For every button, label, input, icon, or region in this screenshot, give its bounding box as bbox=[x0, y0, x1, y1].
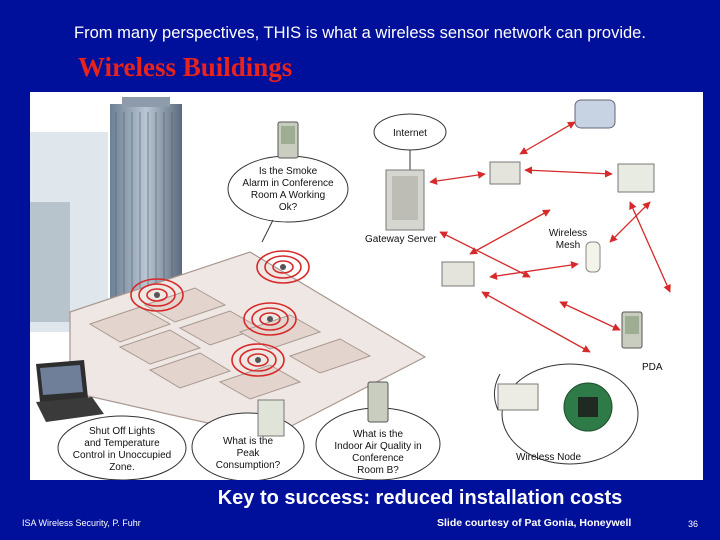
peak-bubble-line-1: What is the bbox=[223, 436, 273, 447]
air-bubble-line-4: Room B? bbox=[357, 465, 399, 476]
gateway-server-icon: Gateway Server bbox=[365, 169, 437, 245]
page-number: 36 bbox=[688, 519, 699, 529]
footer-credit: Slide courtesy of Pat Gonia, Honeywell bbox=[437, 517, 632, 529]
smoke-bubble-line-4: Ok? bbox=[279, 202, 298, 213]
gateway-server-label: Gateway Server bbox=[365, 234, 437, 245]
air-bubble-line-2: Indoor Air Quality in bbox=[334, 441, 421, 452]
key-message: Key to success: reduced installation cos… bbox=[217, 487, 623, 509]
peak-bubble-line-2: Peak bbox=[237, 448, 261, 459]
lights-bubble-line-2: and Temperature bbox=[84, 438, 160, 449]
lights-bubble-line-3: Control in Unoccupied bbox=[73, 450, 171, 461]
air-quality-bubble: What is the Indoor Air Quality in Confer… bbox=[315, 381, 441, 480]
internet-cloud-icon: Internet bbox=[373, 113, 447, 170]
air-bubble-line-1: What is the bbox=[353, 429, 403, 440]
peak-consumption-bubble: What is the Peak Consumption? bbox=[191, 399, 305, 480]
smoke-bubble-line-1: Is the Smoke bbox=[259, 166, 318, 177]
wireless-mesh-arrows bbox=[429, 121, 671, 353]
pda-label: PDA bbox=[642, 362, 663, 373]
lights-control-bubble: Shut Off Lights and Temperature Control … bbox=[57, 415, 187, 480]
smoke-alarm-bubble: Is the Smoke Alarm in Conference Room A … bbox=[227, 155, 349, 243]
air-bubble-line-3: Conference bbox=[352, 453, 404, 464]
internet-label: Internet bbox=[393, 128, 427, 139]
pda-device-icon bbox=[277, 121, 299, 159]
sensor-signal-rings bbox=[130, 250, 310, 377]
peak-bubble-line-3: Consumption? bbox=[216, 460, 281, 471]
lights-bubble-line-1: Shut Off Lights bbox=[89, 426, 155, 437]
smoke-bubble-line-2: Alarm in Conference bbox=[242, 178, 334, 189]
smoke-bubble-line-3: Room A Working bbox=[251, 190, 325, 201]
wireless-mesh-label-2: Mesh bbox=[556, 240, 580, 251]
wireless-building-diagram: Is the Smoke Alarm in Conference Room A … bbox=[30, 92, 703, 480]
slide-subtitle: Wireless Buildings bbox=[78, 52, 293, 82]
footer-course: ISA Wireless Security, P. Fuhr bbox=[22, 518, 141, 528]
laptop-icon bbox=[36, 360, 104, 422]
office-tower-illustration bbox=[30, 97, 182, 332]
slide-headline: From many perspectives, THIS is what a w… bbox=[74, 24, 646, 42]
wireless-mesh-label-1: Wireless bbox=[549, 228, 587, 239]
wireless-node-icon: Wireless Node bbox=[494, 363, 639, 465]
wireless-node-label: Wireless Node bbox=[516, 452, 581, 463]
lights-bubble-line-4: Zone. bbox=[109, 462, 135, 473]
